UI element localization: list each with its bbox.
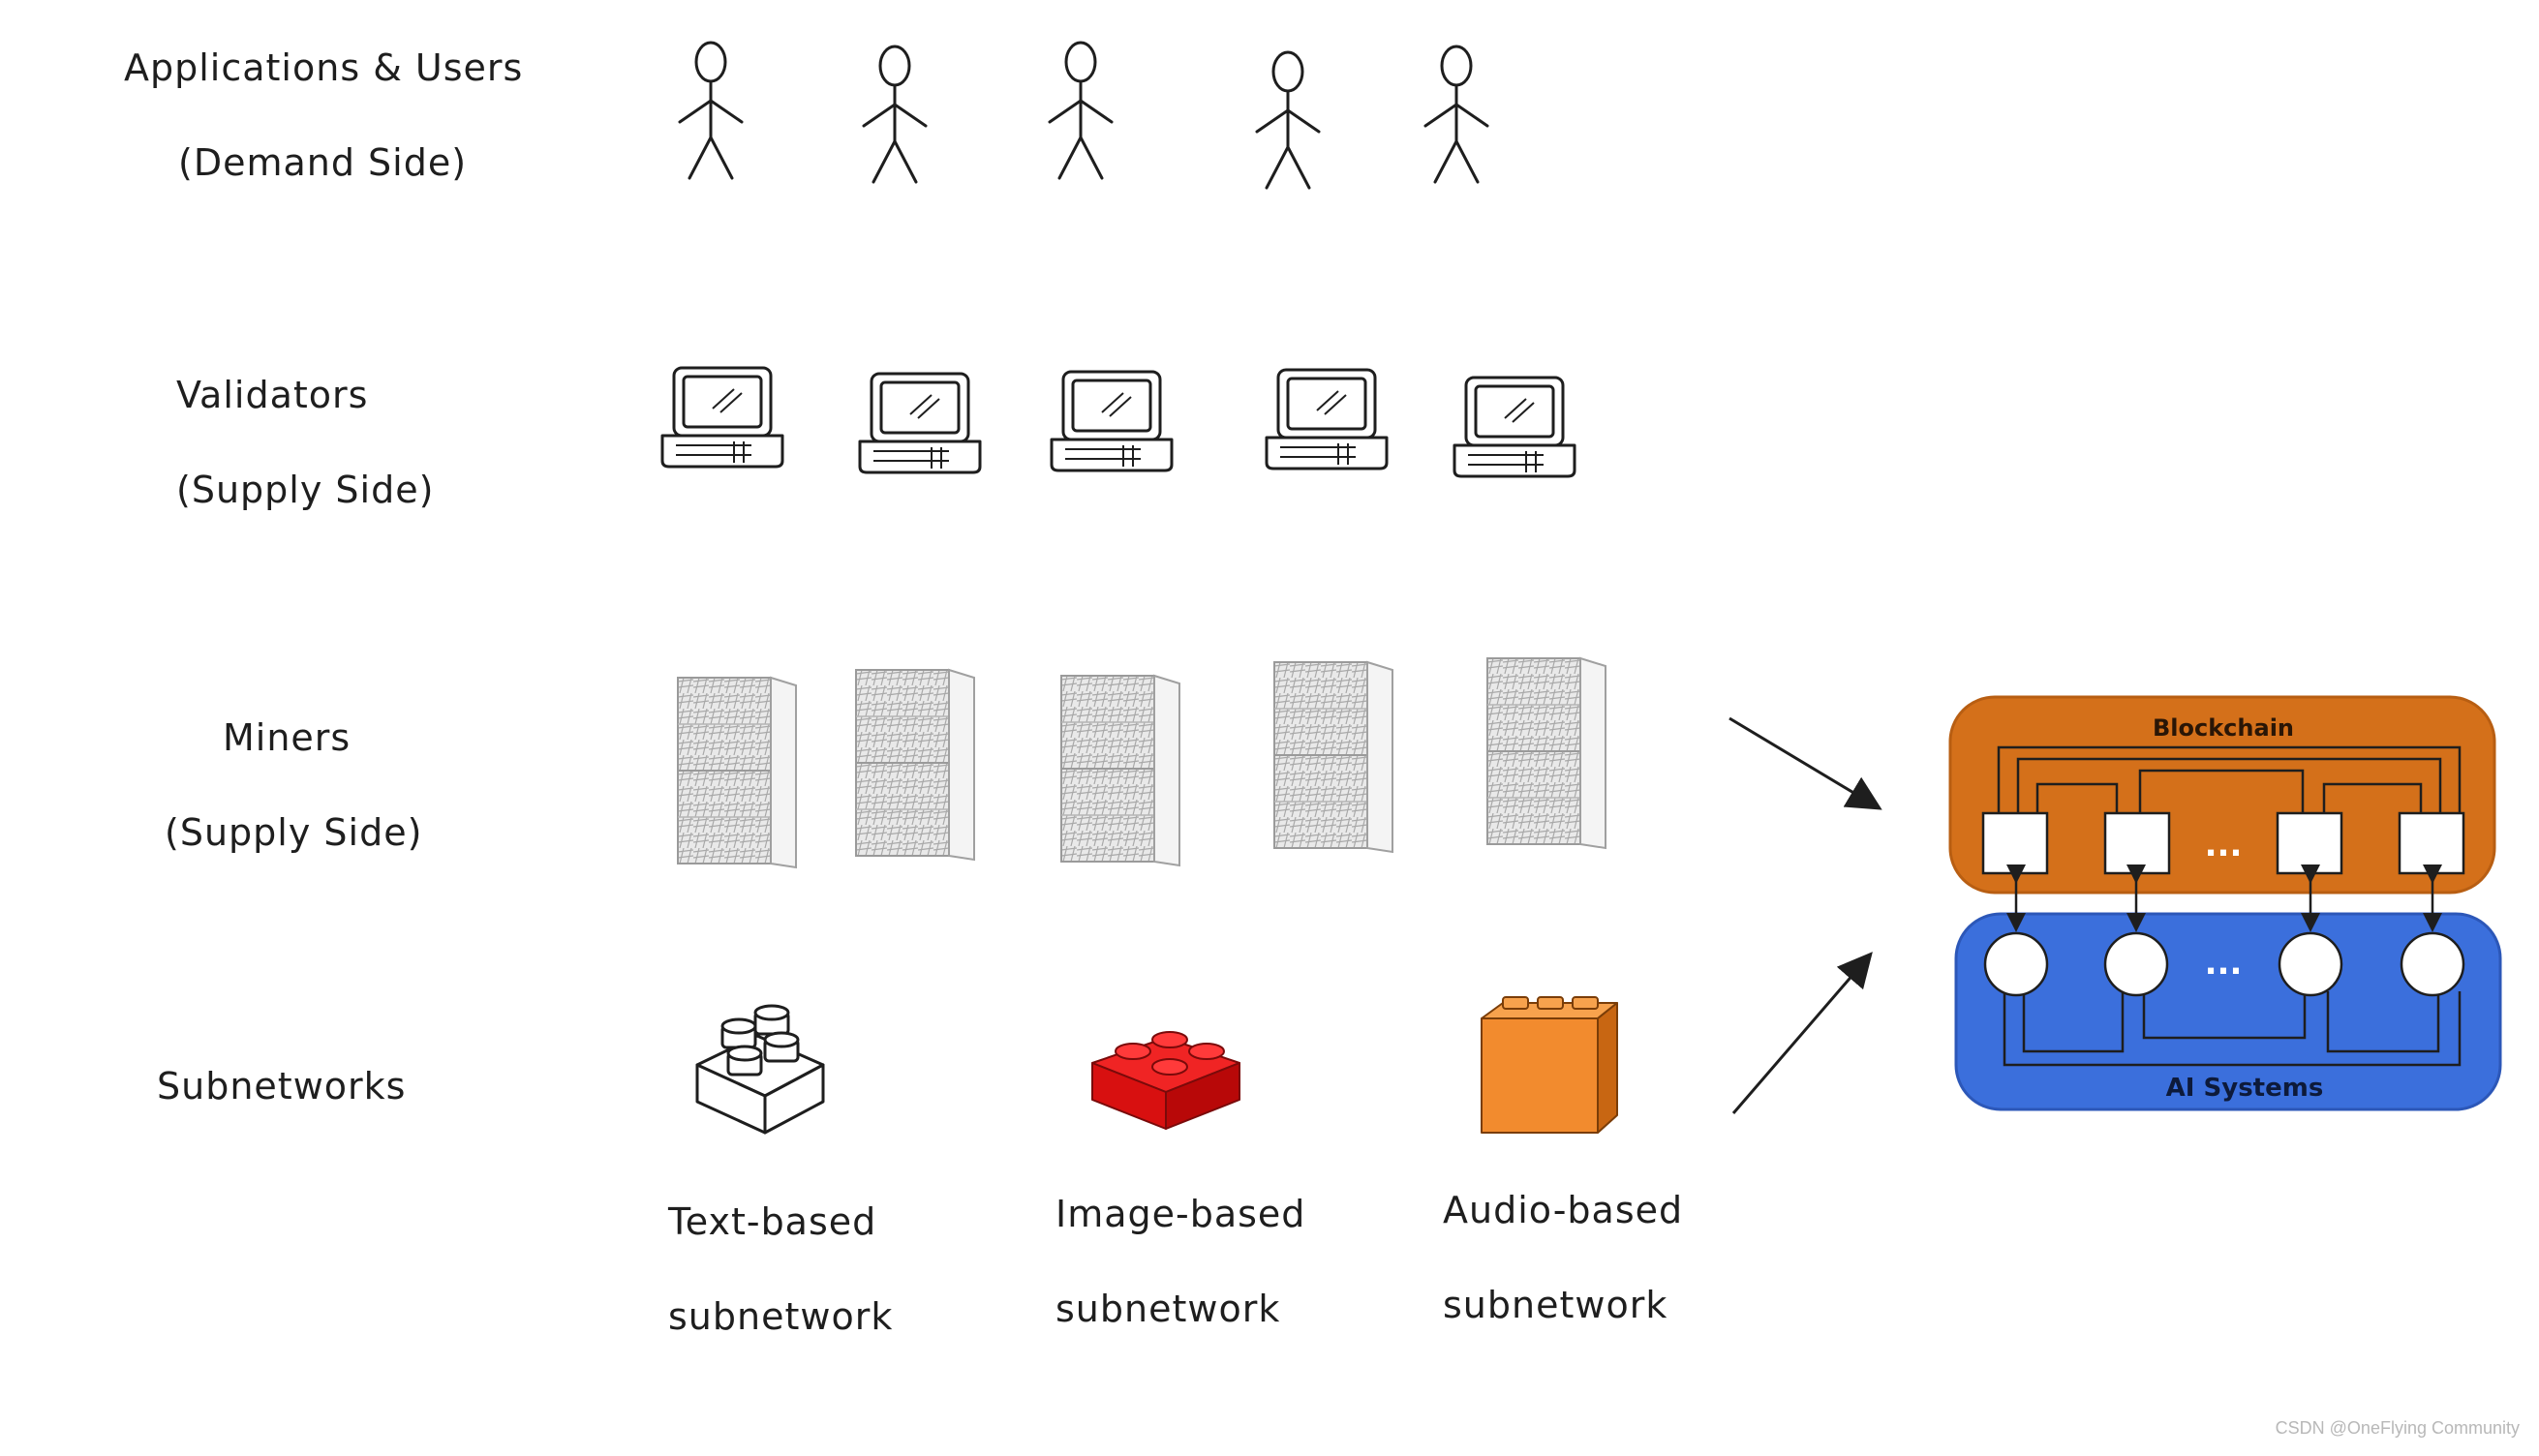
white-lego-brick-icon (695, 1004, 825, 1135)
architecture-diagram: Blockchain AI Systems ... ... (1948, 695, 2502, 1111)
demand-side-label: (Demand Side) (178, 141, 468, 184)
blockchain-node (1981, 811, 2049, 875)
miners-supply-side-label: (Supply Side) (165, 811, 423, 854)
stick-figure-icon (1048, 41, 1114, 180)
red-lego-brick-icon (1091, 1031, 1240, 1130)
laptop-icon (1050, 370, 1174, 472)
subnets-to-architecture-arrow (1731, 952, 1873, 1114)
laptop-icon (1265, 368, 1389, 470)
stick-figure-icon (1423, 45, 1489, 184)
blockchain-node (2398, 811, 2465, 875)
validators-supply-side-label: (Supply Side) (176, 469, 435, 511)
blockchain-title: Blockchain (2153, 714, 2294, 742)
orange-lego-brick-icon (1481, 996, 1618, 1134)
server-rack-icon (1060, 675, 1180, 866)
laptop-icon (858, 372, 982, 474)
blockchain-layer (1948, 695, 2496, 895)
miners-label: Miners (223, 716, 352, 759)
server-rack-icon (1273, 661, 1393, 853)
image-subnet-caption-line2: subnetwork (1055, 1288, 1281, 1330)
server-rack-icon (677, 677, 797, 868)
laptop-icon (1453, 376, 1576, 478)
blockchain-ellipsis: ... (2205, 826, 2243, 864)
miners-to-architecture-arrow (1728, 716, 1882, 810)
ai-ellipsis: ... (2205, 944, 2243, 983)
server-rack-icon (1486, 657, 1606, 849)
audio-subnet-caption-line2: subnetwork (1443, 1284, 1668, 1326)
laptop-icon (660, 366, 784, 469)
audio-subnet-caption-line1: Audio-based (1443, 1189, 1684, 1231)
ai-system-node (2278, 931, 2343, 997)
text-subnet-caption-line1: Text-based (668, 1200, 877, 1243)
applications-users-label: Applications & Users (124, 46, 524, 89)
image-subnet-caption-line1: Image-based (1055, 1193, 1306, 1235)
validators-label: Validators (176, 374, 369, 416)
stick-figure-icon (678, 41, 744, 180)
ai-system-node (1983, 931, 2049, 997)
ai-systems-title: AI Systems (2166, 1074, 2324, 1103)
subnetworks-label: Subnetworks (157, 1065, 407, 1107)
stick-figure-icon (1255, 50, 1321, 190)
blockchain-node (2103, 811, 2171, 875)
watermark: CSDN @OneFlying Community (2275, 1418, 2520, 1438)
blockchain-node (2276, 811, 2343, 875)
text-subnet-caption-line2: subnetwork (668, 1295, 894, 1338)
ai-system-node (2400, 931, 2465, 997)
server-rack-icon (855, 669, 975, 861)
ai-system-node (2103, 931, 2169, 997)
ai-systems-layer (1954, 912, 2502, 1111)
stick-figure-icon (862, 45, 928, 184)
